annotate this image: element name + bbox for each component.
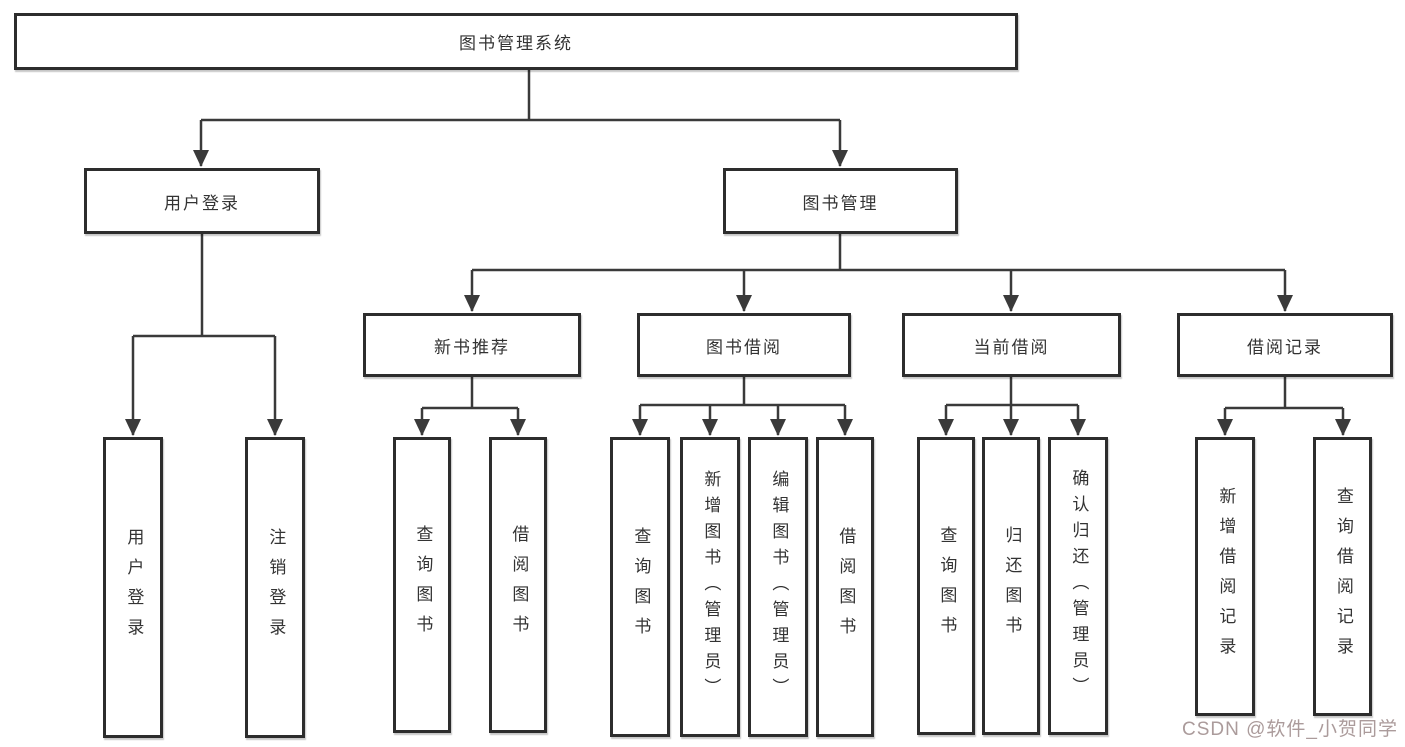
leaf-records-query-record-label: 查询借阅记录 xyxy=(1333,486,1353,667)
leaf-recommend-query-books-label: 查询图书 xyxy=(413,525,433,645)
node-book-borrowing-label: 图书借阅 xyxy=(706,337,782,357)
leaf-current-confirm-return: 确认归还（管理员） xyxy=(1048,437,1108,735)
node-current-borrowing: 当前借阅 xyxy=(902,313,1121,377)
node-current-borrowing-label: 当前借阅 xyxy=(973,337,1050,357)
leaf-records-add-record-label: 新增借阅记录 xyxy=(1216,486,1236,667)
leaf-borrowing-query-books-label: 查询图书 xyxy=(631,527,651,647)
leaf-logout-label: 注销登录 xyxy=(266,527,286,648)
leaf-user-login-label: 用户登录 xyxy=(124,527,144,648)
leaf-user-login: 用户登录 xyxy=(103,437,163,738)
leaf-logout: 注销登录 xyxy=(245,437,305,738)
leaf-current-query-books: 查询图书 xyxy=(917,437,975,735)
leaf-borrowing-query-books: 查询图书 xyxy=(610,437,670,737)
leaf-borrowing-borrow-books-label: 借阅图书 xyxy=(836,527,856,647)
leaf-current-confirm-return-label: 确认归还（管理员） xyxy=(1069,469,1089,703)
leaf-recommend-borrow-books: 借阅图书 xyxy=(489,437,547,733)
leaf-records-add-record: 新增借阅记录 xyxy=(1195,437,1255,716)
leaf-borrowing-add-books-label: 新增图书（管理员） xyxy=(701,470,721,704)
leaf-records-query-record: 查询借阅记录 xyxy=(1313,437,1372,716)
node-root: 图书管理系统 xyxy=(14,13,1018,70)
leaf-recommend-borrow-books-label: 借阅图书 xyxy=(509,525,529,645)
leaf-current-return-books-label: 归还图书 xyxy=(1002,526,1022,646)
leaf-borrowing-add-books: 新增图书（管理员） xyxy=(680,437,740,737)
node-book-management-label: 图书管理 xyxy=(802,193,879,213)
leaf-recommend-query-books: 查询图书 xyxy=(393,437,451,733)
csdn-watermark: CSDN @软件_小贺同学 xyxy=(1182,719,1398,740)
node-borrow-records-label: 借阅记录 xyxy=(1247,337,1323,357)
node-book-management: 图书管理 xyxy=(723,168,958,234)
node-new-book-recommend: 新书推荐 xyxy=(363,313,581,377)
leaf-current-return-books: 归还图书 xyxy=(982,437,1040,735)
node-user-login: 用户登录 xyxy=(84,168,320,234)
node-root-label: 图书管理系统 xyxy=(459,34,573,53)
leaf-borrowing-edit-books: 编辑图书（管理员） xyxy=(748,437,808,737)
leaf-borrowing-edit-books-label: 编辑图书（管理员） xyxy=(769,470,789,704)
node-user-login-label: 用户登录 xyxy=(164,193,240,213)
leaf-borrowing-borrow-books: 借阅图书 xyxy=(816,437,874,737)
node-borrow-records: 借阅记录 xyxy=(1177,313,1393,377)
leaf-current-query-books-label: 查询图书 xyxy=(937,526,957,646)
node-book-borrowing: 图书借阅 xyxy=(637,313,851,377)
node-new-book-recommend-label: 新书推荐 xyxy=(434,337,510,357)
